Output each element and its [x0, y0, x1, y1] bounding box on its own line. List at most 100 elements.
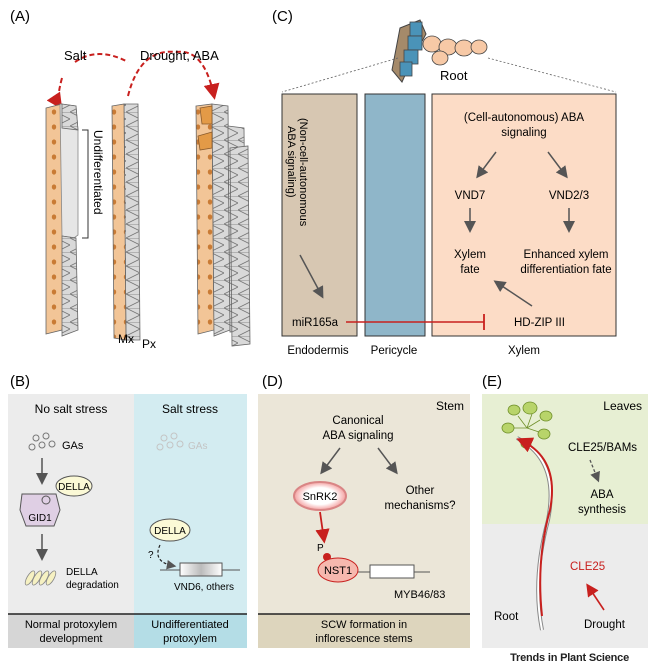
zoom-line-right [487, 57, 617, 93]
panel-b-right-bg [134, 394, 247, 614]
vnd7-label: VND7 [455, 190, 486, 202]
panel-e-label: (E) [482, 373, 502, 390]
panel-b: (B) No salt stress Salt stress GAs GAs G… [8, 373, 247, 648]
footer-d-1: SCW formation in [321, 619, 407, 631]
drought-arrow [127, 50, 220, 100]
phospho-p: P [317, 543, 324, 554]
ga-icon [28, 432, 56, 451]
extra-xylem-cell-2 [197, 131, 213, 151]
panel-d-label: (D) [262, 373, 283, 390]
enhanced-label-2: differentiation fate [520, 264, 611, 276]
pericycle-label: Pericycle [371, 345, 418, 357]
question-mark: ? [148, 550, 154, 561]
panel-e-bottom-bg [482, 524, 648, 648]
della-fragments-icon [24, 570, 57, 586]
enhanced-label-1: Enhanced xylem [523, 249, 608, 261]
cle25-transport-arrow [516, 437, 553, 617]
nonca-label-1: (Non-cell-autonomous [297, 118, 309, 227]
no-salt-title: No salt stress [35, 402, 108, 416]
arrow-hdzip-fate [493, 280, 533, 307]
other-2: mechanisms? [385, 500, 456, 512]
nonca-label-2: ABA signaling) [285, 126, 297, 198]
della-right-label: DELLA [154, 526, 186, 537]
leaves-label: Leaves [603, 399, 642, 413]
della-vnd6-arrow [157, 544, 177, 570]
della-shape [55, 475, 93, 497]
salt-title: Salt stress [162, 402, 218, 416]
myb-gene [369, 564, 415, 579]
canonical-2: ABA signaling [323, 430, 394, 442]
panel-b-footer-right [134, 614, 247, 648]
nst1-shape [317, 557, 359, 583]
protoxylem-top-left [61, 103, 79, 131]
undifferentiated-bracket [82, 129, 89, 239]
metaxylem-middle [123, 103, 141, 341]
arrow-to-vnd7 [476, 151, 497, 179]
zoom-line-left [281, 57, 399, 93]
della-deg-2: degradation [66, 580, 119, 591]
panel-d-footer [258, 614, 470, 648]
della-label: DELLA [58, 482, 90, 493]
cle25-label: CLE25 [570, 561, 605, 573]
ga-faded-icon [156, 432, 184, 451]
mx-label: Mx [118, 332, 134, 346]
panel-a: (A) Salt Drought, ABA Undifferentiated M… [10, 8, 251, 351]
nonca-arrow [299, 254, 324, 299]
footer-left-1: Normal protoxylem [25, 619, 117, 631]
cle25-bams-label: CLE25/BAMs [568, 442, 637, 454]
arrow-snrk2-nst1 [315, 511, 330, 544]
gas-label: GAs [62, 440, 84, 452]
panel-c-label: (C) [272, 8, 293, 25]
snrk2-label: SnRK2 [303, 491, 338, 503]
root-label-e: Root [494, 611, 519, 623]
pericycle-box [364, 93, 426, 337]
drought-aba-label: Drought, ABA [140, 48, 219, 63]
other-1: Other [406, 485, 435, 497]
xylem-fate-2: fate [460, 264, 479, 276]
aba-synthesis-2: synthesis [578, 504, 626, 516]
stem-label: Stem [436, 399, 464, 413]
protoxylem-right [211, 103, 231, 337]
panel-d-bg [258, 394, 470, 614]
vnd6-label: VND6, others [174, 582, 234, 593]
salt-arrow [46, 77, 63, 110]
mir165a-label: miR165a [292, 317, 339, 329]
gid1-label: GID1 [28, 513, 52, 524]
panel-b-footer-left [8, 614, 134, 648]
ca-label-2: signaling [501, 127, 546, 139]
px-label: Px [142, 337, 156, 351]
panel-d: (D) Stem Canonical ABA signaling SnRK2 O… [258, 373, 470, 648]
root-icon [391, 19, 488, 83]
arrow-aba-synthesis [589, 459, 600, 483]
xylem-label: Xylem [508, 345, 540, 357]
nst1-label: NST1 [324, 565, 352, 577]
protoxylem-middle [111, 103, 127, 341]
snrk2-shape [293, 481, 347, 511]
panel-e: (E) Leaves CLE25/BAMs ABA synthesis CLE2… [482, 373, 648, 648]
salt-arrow-right [74, 53, 129, 63]
journal-label: Trends in Plant Science [510, 652, 629, 664]
footer-right-1: Undifferentiated [151, 619, 228, 631]
arrow-to-snrk2 [320, 447, 341, 475]
extra-xylem-cell-1 [199, 105, 213, 125]
root-label: Root [440, 68, 468, 83]
myb-label: MYB46/83 [394, 589, 445, 601]
vnd6-gene [179, 562, 223, 577]
canonical-1: Canonical [332, 415, 383, 427]
della-right-shape [149, 518, 191, 542]
hdzip-label: HD-ZIP III [514, 317, 565, 329]
ca-label-1: (Cell-autonomous) ABA [464, 112, 584, 124]
panel-e-top-bg [482, 394, 648, 524]
vnd23-label: VND2/3 [549, 190, 589, 202]
panel-a-label: (A) [10, 8, 30, 25]
gas-faded-label: GAs [188, 441, 207, 452]
footer-left-2: development [40, 633, 103, 645]
protoxylem-right-3 [229, 145, 251, 347]
salt-label: Salt [64, 48, 87, 63]
aba-synthesis-1: ABA [590, 489, 613, 501]
arrow-to-vnd23 [547, 151, 568, 179]
undifferentiated-label: Undifferentiated [91, 130, 105, 215]
xylem-fate-1: Xylem [454, 249, 486, 261]
panel-c: (C) Root (Non-cell-autonomous ABA signal… [272, 8, 617, 357]
